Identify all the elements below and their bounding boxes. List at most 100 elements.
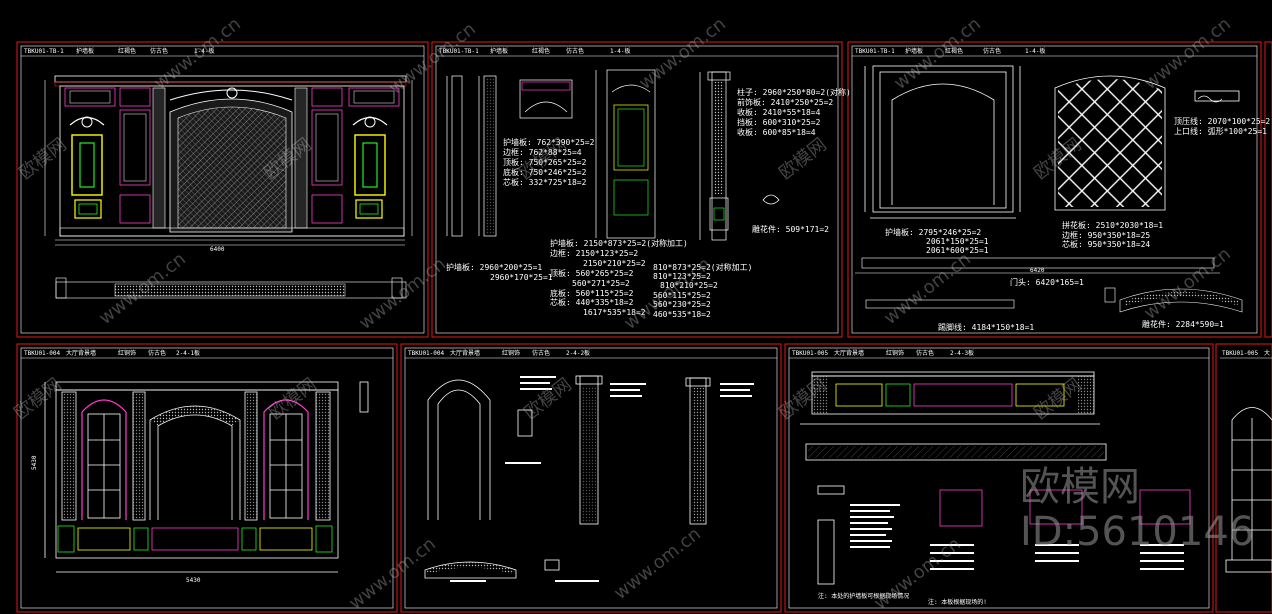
svg-text:芯板: 950*350*18=24: 芯板: 950*350*18=24 (1062, 239, 1150, 249)
svg-text:底板: 750*246*25=2: 底板: 750*246*25=2 (503, 167, 587, 177)
svg-text:顶板: 750*265*25=2: 顶板: 750*265*25=2 (503, 157, 587, 167)
sheet-2-label2: 红褐色 (532, 47, 550, 55)
svg-text:2960*170*25=1: 2960*170*25=1 (490, 273, 553, 282)
svg-text:810*210*25=2: 810*210*25=2 (660, 281, 718, 290)
sheet-2-specs-c: 护墙板: 2960*200*25=1 2960*170*25=1 (446, 262, 553, 282)
sheet-3-carving: 雕花件: 2284*590=1 (1142, 319, 1224, 329)
svg-text:护墙板: 2150*873*25=2(对称加工): 护墙板: 2150*873*25=2(对称加工) (550, 238, 688, 248)
svg-text:www.om.cn: www.om.cn (1140, 13, 1235, 93)
sheet-5-label3: 仿古色 (532, 349, 550, 357)
svg-text:顶压线: 2070*100*25=2: 顶压线: 2070*100*25=2 (1174, 116, 1270, 126)
sheet-4-label2: 红铜饰 (118, 349, 136, 357)
sheet-6-label4: 2-4-3板 (950, 349, 974, 357)
sheet-3-specs-topright: 顶压线: 2070*100*25=2 上口线: 弧形*100*25=1 (1174, 116, 1270, 136)
sheet-frame-5[interactable] (400, 343, 782, 613)
sheet-4-label3: 仿古色 (148, 349, 166, 357)
svg-text:拼花板: 2510*2030*18=1: 拼花板: 2510*2030*18=1 (1062, 220, 1163, 230)
sheet-4-label1: 大厅背景墙 (66, 349, 96, 357)
svg-text:边框: 762*88*25=4: 边框: 762*88*25=4 (503, 147, 582, 157)
sheet-4-label4: 2-4-1板 (176, 349, 200, 357)
sheet-2-drawing[interactable]: 护墙板: 762*390*25=2 边框: 762*88*25=4 顶板: 75… (446, 69, 851, 319)
sheet-3-length: 6420 (1030, 267, 1045, 274)
sheet-7-title: TBKU01-005 大 (1222, 349, 1270, 357)
sheet-3-label1: 护墙板 (905, 47, 923, 55)
svg-text:欧模网: 欧模网 (10, 374, 65, 424)
svg-text:560*271*25=2: 560*271*25=2 (572, 279, 630, 288)
brand-logo: 欧模网 (1020, 464, 1140, 510)
svg-text:欧模网: 欧模网 (520, 374, 575, 424)
sheet-1-label2: 红褐色 (118, 47, 136, 55)
svg-text:460*535*18=2: 460*535*18=2 (653, 310, 711, 319)
sheet-frame-7[interactable] (1215, 343, 1272, 613)
sheet-3-door-line: 门头: 6420*165=1 (1010, 277, 1084, 287)
sheet-3-label4: 1-4-板 (1025, 47, 1045, 55)
sheet-4-title: TBKU01-004 大厅背景墙 红铜饰 仿古色 2-4-1板 (24, 349, 200, 357)
sheet-3-skirting: 踢脚线: 4184*150*18=1 (938, 322, 1034, 332)
sheet-2-label3: 仿古色 (566, 47, 584, 55)
sheet-4-drawing[interactable]: 5430 5430 (31, 381, 369, 584)
sheet-6-title: TBKU01-005 大厅背景墙 红铜饰 仿古色 2-4-3板 (792, 349, 974, 357)
sheet-2-title: TBKU01-TB-1 护墙板 红褐色 仿古色 1-4-板 (439, 47, 630, 55)
svg-text:560*115*25=2: 560*115*25=2 (653, 291, 711, 300)
sheet-5-label1: 大厅背景墙 (450, 349, 480, 357)
svg-text:顶板: 560*265*25=2: 顶板: 560*265*25=2 (550, 268, 634, 278)
sheet-4-width: 5430 (186, 577, 201, 584)
sheet-frame-4[interactable] (16, 343, 398, 613)
sheet-5-label4: 2-4-2板 (566, 349, 590, 357)
sheet-1-label3: 仿古色 (150, 47, 168, 55)
sheet-3-drawing[interactable]: 护墙板: 2795*246*25=2 2061*150*25=1 2061*60… (855, 65, 1270, 332)
svg-text:上口线: 弧形*100*25=1: 上口线: 弧形*100*25=1 (1174, 126, 1267, 136)
sheet-6-drawing[interactable]: 注: 本处的护墙板可根据现场情况 注: 本板根据现场的! (800, 371, 1191, 606)
sheet-4-code: TBKU01-004 (24, 350, 61, 357)
svg-text:护墙板: 2960*200*25=1: 护墙板: 2960*200*25=1 (446, 262, 542, 272)
sheet-2-specs-d: 810*873*25=2(对称加工) 810*123*25=2 810*210*… (653, 262, 752, 319)
sheet-7-drawing[interactable] (1225, 407, 1272, 573)
svg-text:www.om.cn: www.om.cn (355, 253, 450, 333)
svg-text:芯板: 332*725*18=2: 芯板: 332*725*18=2 (503, 177, 587, 187)
model-id: ID:5610146 (1020, 509, 1254, 555)
sheet-frame-1[interactable] (16, 41, 429, 338)
sheet-6-label2: 红铜饰 (886, 349, 904, 357)
svg-text:收板: 2410*55*18=4: 收板: 2410*55*18=4 (737, 107, 821, 117)
sheet-inner-frames (20, 45, 1258, 609)
svg-text:护墙板: 762*390*25=2: 护墙板: 762*390*25=2 (503, 137, 595, 147)
sheet-7-label1: 大 (1264, 349, 1270, 357)
sheet-2-label1: 护墙板 (490, 47, 508, 55)
svg-text:挡板: 600*310*25=2: 挡板: 600*310*25=2 (737, 117, 821, 127)
sheet-7-code: TBKU01-005 (1222, 350, 1259, 357)
sheet-6-label1: 大厅背景墙 (834, 349, 864, 357)
sheet-frame-2[interactable] (431, 41, 843, 338)
sheet-5-drawing[interactable] (424, 375, 754, 582)
sheet-1-drawing[interactable]: 6400 (44, 75, 413, 299)
svg-text:柱子: 2960*250*80=2(对称): 柱子: 2960*250*80=2(对称) (737, 87, 851, 97)
sheet-2-specs-a: 护墙板: 762*390*25=2 边框: 762*88*25=4 顶板: 75… (503, 137, 595, 187)
sheet-frame-6[interactable] (784, 343, 1214, 613)
sheet-6-label3: 仿古色 (916, 349, 934, 357)
svg-text:810*123*25=2: 810*123*25=2 (653, 272, 711, 281)
svg-text:www.om.cn: www.om.cn (880, 248, 975, 328)
sheet-3-label3: 仿古色 (983, 47, 1001, 55)
sheet-1-label1: 护墙板 (76, 47, 94, 55)
svg-text:欧模网: 欧模网 (15, 134, 70, 184)
svg-text:芯板: 440*335*18=2: 芯板: 440*335*18=2 (550, 297, 634, 307)
svg-text:560*230*25=2: 560*230*25=2 (653, 300, 711, 309)
svg-text:边框: 950*350*18=25: 边框: 950*350*18=25 (1062, 230, 1150, 240)
svg-text:2061*150*25=1: 2061*150*25=1 (926, 237, 989, 246)
sheet-3-label2: 红褐色 (945, 47, 963, 55)
sheet-6-note-1: 注: 本处的护墙板可根据现场情况 (818, 592, 909, 600)
sheet-6-note-2: 注: 本板根据现场的! (928, 598, 987, 606)
sheet-1-total-width: 6400 (210, 246, 225, 253)
sheet-frame-8[interactable] (1264, 41, 1272, 338)
sheet-frames (16, 41, 1272, 613)
svg-text:www.om.cn: www.om.cn (345, 533, 440, 613)
svg-text:欧模网: 欧模网 (775, 134, 830, 184)
sheet-1-label4: 1-4-板 (194, 47, 214, 55)
sheet-frame-3[interactable] (847, 41, 1262, 338)
sheet-6-code: TBKU01-005 (792, 350, 829, 357)
svg-text:护墙板: 2795*246*25=2: 护墙板: 2795*246*25=2 (885, 227, 981, 237)
sheet-3-code: TBKU01-TB-1 (855, 48, 895, 55)
sheet-2-specs-e: 柱子: 2960*250*80=2(对称) 前饰板: 2410*250*25=2… (737, 87, 851, 137)
svg-text:收板: 600*85*18=4: 收板: 600*85*18=4 (737, 127, 816, 137)
svg-text:欧模网: 欧模网 (1030, 374, 1085, 424)
